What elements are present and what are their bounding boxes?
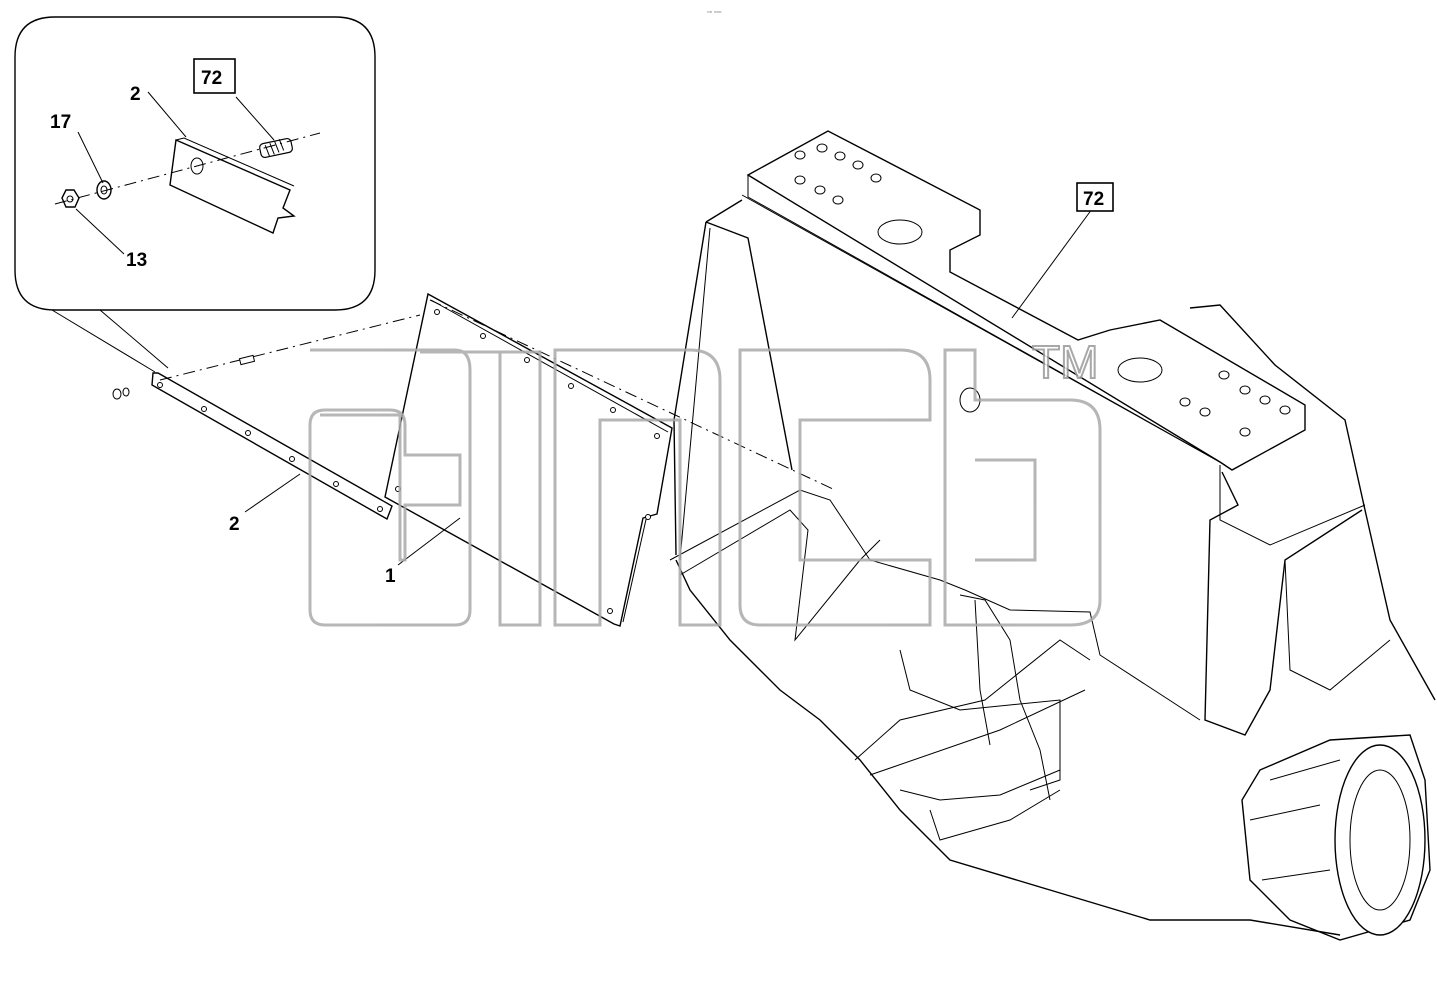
ref-72-detail-box (193, 58, 236, 94)
header-mark: ▫▫ ▫▫▫ (707, 9, 721, 16)
part-13-label: 13 (126, 250, 147, 271)
exploded-parts: 2 1 72 (112, 182, 1114, 627)
ref-72-main-box (1076, 182, 1114, 212)
cover-plate (384, 292, 673, 627)
detail-leader (51, 309, 169, 373)
ref-72-detail-label: 72 (201, 68, 222, 89)
assembly-axis-upper (159, 314, 421, 381)
deck-holes (794, 143, 1291, 437)
bracket-detail (169, 137, 296, 234)
watermark-tm: TM (1032, 336, 1098, 388)
part-2-main-label: 2 (229, 514, 240, 535)
watermark-logo: TM (308, 335, 1102, 627)
ref-72-main-label: 72 (1083, 189, 1104, 210)
machine-frame (669, 130, 1436, 941)
strip-bracket (151, 372, 393, 521)
part-1-label: 1 (385, 566, 396, 587)
stud-small (238, 354, 256, 366)
drum-hub (1241, 734, 1431, 941)
part-17-label: 17 (50, 112, 71, 133)
detail-bubble-outline (14, 16, 376, 311)
stud-detail (259, 137, 293, 159)
washer-detail (96, 180, 112, 200)
nut-washer-small (112, 387, 130, 400)
part-2-detail-label: 2 (130, 84, 141, 105)
detail-view: 72 2 17 13 (14, 16, 376, 373)
nut-detail (61, 189, 80, 208)
detail-axis (54, 132, 321, 205)
